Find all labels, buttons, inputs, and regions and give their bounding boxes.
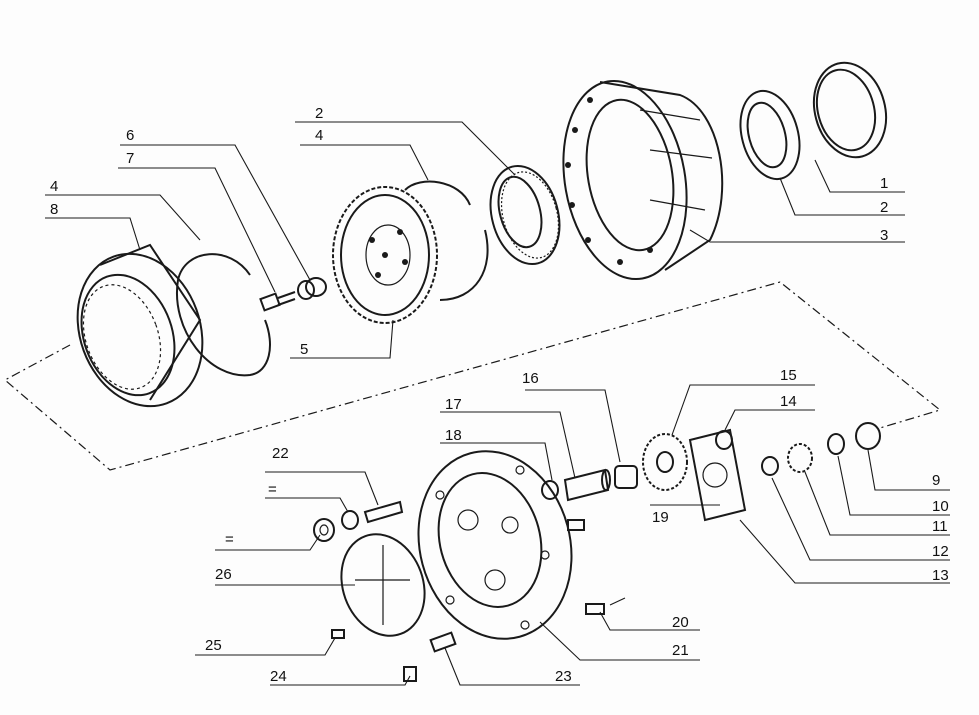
callout-21: 21: [672, 642, 689, 659]
callout-labels: 1 2 3 2 4 6 7 4 8 5 16 17 18 15 14 9 10 …: [50, 105, 949, 685]
bearing-part-2: [489, 164, 561, 266]
callout-8: 8: [50, 201, 58, 218]
screw-part-25: [331, 629, 345, 639]
callout-22: 22: [272, 445, 289, 462]
callout-23: 23: [555, 668, 572, 685]
pinion-part-11: [787, 443, 813, 473]
callout-equal-1: =: [268, 481, 277, 498]
cap-part-9: [855, 422, 881, 450]
nut: [313, 518, 335, 542]
callout-12: 12: [932, 543, 949, 560]
callout-10: 10: [932, 498, 949, 515]
callout-16: 16: [522, 370, 539, 387]
callout-13: 13: [932, 567, 949, 584]
callout-11: 11: [932, 518, 948, 535]
callout-14: 14: [780, 393, 797, 410]
pin-part-23: [429, 631, 457, 653]
gasket-plate-part-13: [688, 428, 747, 522]
bolt-part-7: [259, 291, 296, 312]
plug-part-24: [403, 666, 417, 682]
washer: [341, 510, 359, 530]
callout-20: 20: [672, 614, 689, 631]
gear-part-15: [642, 433, 688, 491]
needle-bearing-part-16: [614, 465, 638, 489]
callout-4: 4: [50, 178, 58, 195]
hub-housing-part-3: [562, 79, 724, 281]
circlip-part-4-left: [175, 253, 271, 377]
callout-2-top: 2: [315, 105, 323, 122]
screw-part-22: [363, 500, 404, 524]
circlip-part-4-right: [404, 180, 489, 301]
cover-plate-part-26: [340, 533, 426, 637]
screw-part-20: [585, 603, 605, 615]
callout-26: 26: [215, 566, 232, 583]
callout-equal-2: =: [225, 531, 234, 548]
washer-part-18: [541, 480, 559, 500]
callout-9: 9: [932, 472, 940, 489]
callout-7: 7: [126, 150, 134, 167]
bearing-part-2-right: [739, 89, 801, 181]
callout-25: 25: [205, 637, 222, 654]
callout-24: 24: [270, 668, 287, 685]
assembly-axis-line: [3, 281, 942, 471]
washer-part-10: [827, 433, 845, 455]
seal-ring-part-1: [812, 61, 888, 159]
callout-6: 6: [126, 127, 134, 144]
ring-part-12: [761, 456, 779, 476]
callout-19: 19: [652, 509, 669, 526]
o-ring-part-14: [715, 430, 733, 450]
shaft-part-17: [563, 468, 611, 502]
cover-flange-part-21: [417, 450, 573, 640]
callout-4-top: 4: [315, 127, 323, 144]
callout-5: 5: [300, 341, 308, 358]
callout-3: 3: [880, 227, 888, 244]
callout-17: 17: [445, 396, 462, 413]
leader-lines: [45, 121, 950, 686]
callout-1: 1: [880, 175, 888, 192]
callout-18: 18: [445, 427, 462, 444]
screw-part-19: [567, 519, 585, 531]
bushing-part-6: [297, 277, 327, 300]
ring-gear-part-8: [76, 243, 204, 408]
planet-carrier-gear-part-5: [332, 186, 438, 324]
callout-2: 2: [880, 199, 888, 216]
callout-15: 15: [780, 367, 797, 384]
